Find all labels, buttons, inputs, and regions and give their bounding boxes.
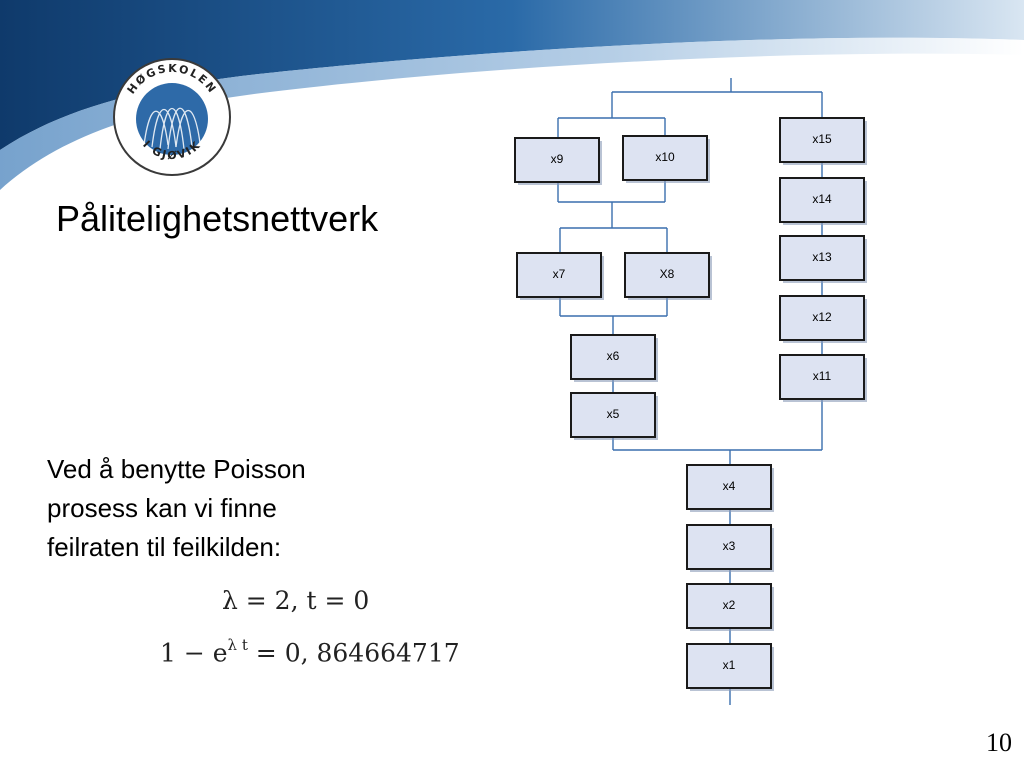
node-x7: x7: [516, 252, 604, 300]
node-label: x10: [655, 150, 675, 164]
formula-lambda: λ = 2, t = 0: [222, 586, 370, 615]
node-label: x6: [607, 349, 620, 363]
node-label: x4: [723, 479, 736, 493]
node-label: x13: [812, 250, 832, 264]
node-x2: x2: [686, 583, 774, 631]
school-logo: HØGSKOLEN I GJØVIK: [113, 58, 231, 176]
node-x8: X8: [624, 252, 712, 300]
formula-exponent: λ t: [227, 636, 248, 654]
node-label: x2: [723, 598, 736, 612]
formula-result: = 0, 864664717: [247, 638, 460, 668]
body-line-1: Ved å benytte Poisson: [47, 454, 306, 484]
node-label: x9: [551, 152, 564, 166]
formula-base: 1 − e: [160, 638, 228, 668]
node-label: x15: [812, 132, 832, 146]
body-line-3: feilraten til feilkilden:: [47, 532, 282, 562]
header-banner: [0, 0, 1024, 190]
node-x1: x1: [686, 643, 774, 691]
node-x10: x10: [622, 135, 710, 183]
formula-probability: 1 − eλ t = 0, 864664717: [160, 636, 460, 668]
node-x6: x6: [570, 334, 658, 382]
node-x9: x9: [514, 137, 602, 185]
slide-title: Pålitelighetsnettverk: [56, 198, 379, 239]
node-x3: x3: [686, 524, 774, 572]
node-label: x5: [607, 407, 620, 421]
node-label: x1: [723, 658, 736, 672]
node-x14: x14: [779, 177, 867, 225]
node-label: x11: [813, 369, 832, 383]
body-text: Ved å benytte Poisson prosess kan vi fin…: [47, 450, 407, 567]
node-x15: x15: [779, 117, 867, 165]
node-x11: x11: [779, 354, 867, 402]
node-label: X8: [660, 267, 675, 281]
node-x12: x12: [779, 295, 867, 343]
node-label: x14: [812, 192, 832, 206]
page-number: 10: [986, 728, 1012, 757]
node-x4: x4: [686, 464, 774, 512]
node-label: x3: [723, 539, 736, 553]
node-x5: x5: [570, 392, 658, 440]
body-line-2: prosess kan vi finne: [47, 493, 277, 523]
node-x13: x13: [779, 235, 867, 283]
node-label: x7: [553, 267, 566, 281]
node-label: x12: [812, 310, 832, 324]
